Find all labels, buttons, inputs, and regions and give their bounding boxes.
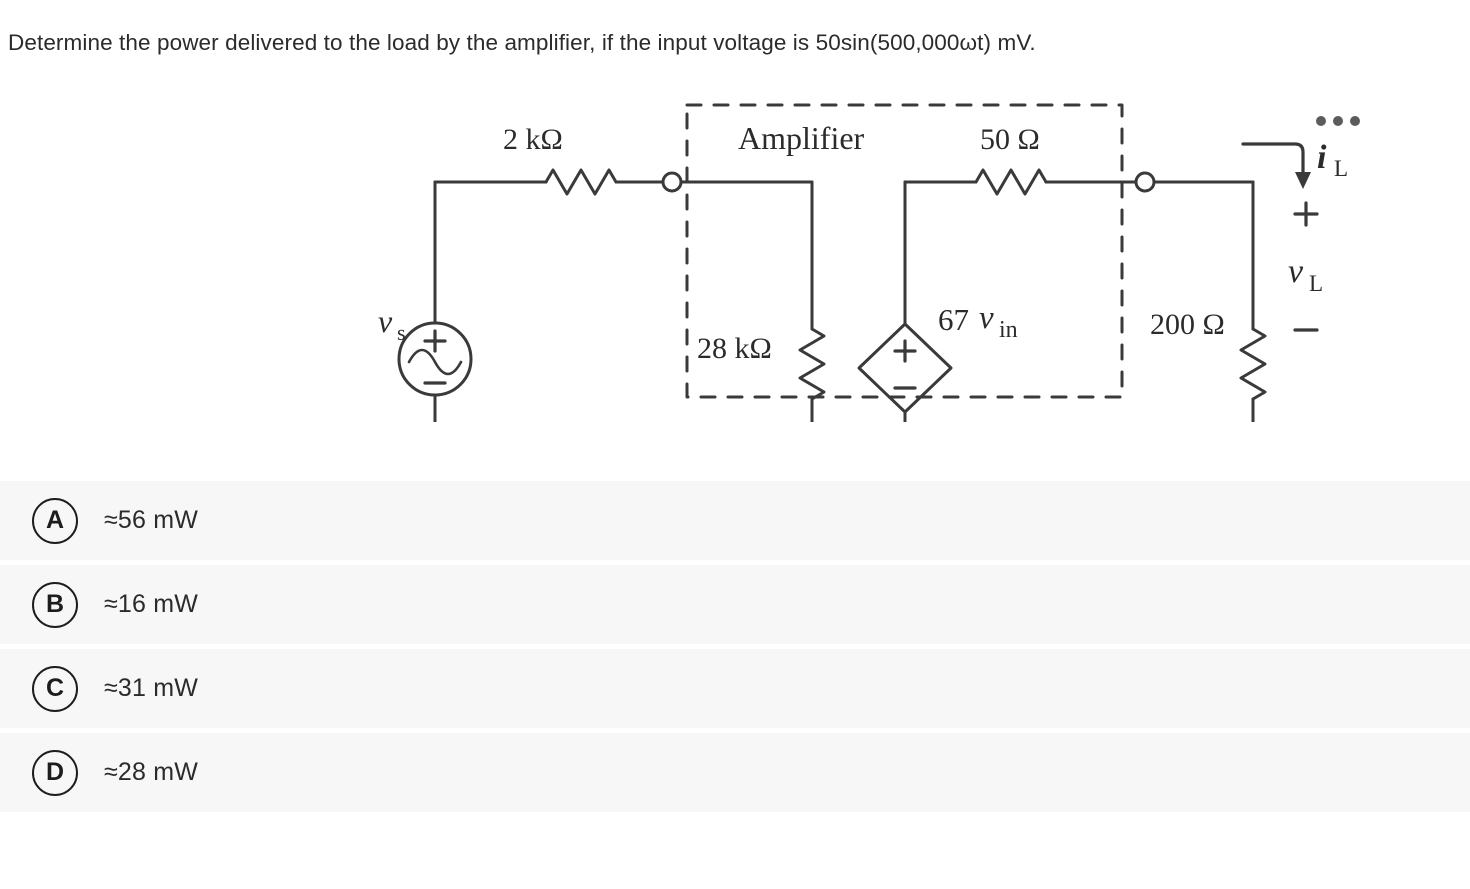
option-letter-badge: D [32,749,78,796]
dependent-source-symbol [857,322,953,414]
label-source-vs-subscript: s [397,320,406,345]
option-label: ≈56 mW [104,506,199,534]
output-terminal-node [1134,171,1156,193]
label-resistor-200: 200 Ω [1150,308,1225,341]
label-load-voltage-vL: v [1288,253,1304,290]
option-letter-badge: A [32,497,78,544]
answer-option-a[interactable]: A ≈56 mW [0,481,1470,560]
overflow-menu-button[interactable] [1316,113,1360,129]
menu-dot-icon [1333,116,1343,126]
menu-dot-icon [1350,116,1360,126]
question-prompt: Determine the power delivered to the loa… [8,30,1036,55]
resistor-28k-symbol [798,327,826,401]
option-letter-badge: B [32,581,78,628]
label-current-iL-subscript: L [1334,156,1348,181]
answer-options-list: A ≈56 mW B ≈16 mW C ≈31 mW D ≈28 mW [0,481,1470,817]
answer-option-b[interactable]: B ≈16 mW [0,565,1470,644]
answer-option-d[interactable]: D ≈28 mW [0,733,1470,812]
current-arrowhead-icon [1295,172,1311,189]
label-resistor-2k: 2 kΩ [503,123,563,156]
option-label: ≈31 mW [104,674,199,702]
sine-wave-icon [407,348,463,376]
resistor-2k-symbol [544,168,618,196]
circuit-figure: 2 kΩ Amplifier 50 Ω 28 kΩ 200 Ω v s 67 v… [0,92,1470,422]
label-dep-var-subscript: in [999,317,1018,343]
circuit-schematic-svg: 2 kΩ Amplifier 50 Ω 28 kΩ 200 Ω v s 67 v… [378,103,1348,422]
resistor-50-symbol [974,168,1048,196]
menu-dot-icon [1316,116,1326,126]
label-resistor-50: 50 Ω [980,123,1040,156]
label-load-voltage-vL-subscript: L [1309,271,1323,296]
label-amplifier-box: Amplifier [738,120,865,156]
label-dep-gain: 67 [938,302,969,337]
label-dep-var: v [979,300,994,336]
label-resistor-28k: 28 kΩ [697,332,772,365]
input-terminal-node [661,171,683,193]
label-current-iL: i [1317,139,1327,176]
option-label: ≈16 mW [104,590,199,618]
resistor-200-load-symbol [1239,327,1267,401]
option-letter-badge: C [32,665,78,712]
option-label: ≈28 mW [104,758,199,786]
amplifier-boundary-box [685,103,1124,399]
label-source-vs: v [378,303,393,339]
answer-option-c[interactable]: C ≈31 mW [0,649,1470,728]
current-arrow-iL [1241,142,1305,176]
